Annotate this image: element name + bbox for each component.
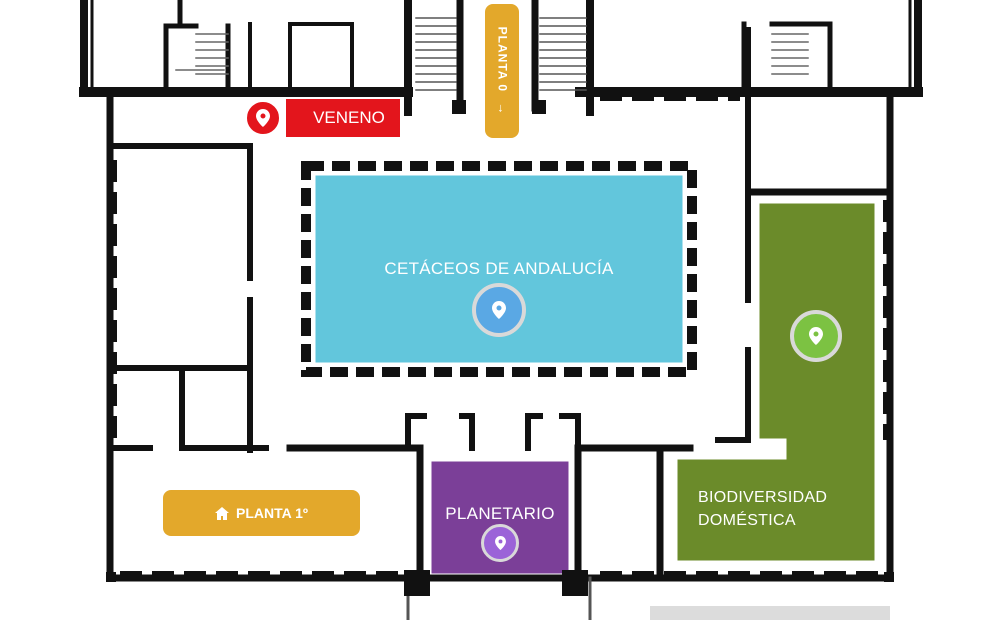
biodiversidad-label: BIODIVERSIDAD DOMÉSTICA [698,486,827,532]
cetaceos-pin[interactable] [472,283,526,337]
planetario-label: PLANETARIO [445,504,555,523]
planta-0-button[interactable]: PLANTA 0 → [485,4,519,138]
arrow-right-icon: → [495,102,509,116]
planetario-pin[interactable] [481,524,519,562]
room-biodiversidad-area [674,200,878,564]
colonnade [301,161,697,377]
cetaceos-label: CETÁCEOS DE ANDALUCÍA [384,259,614,278]
planta-1-button[interactable]: PLANTA 1º [163,490,360,536]
planta-1-label: PLANTA 1º [235,505,308,521]
location-pin-icon [809,327,823,345]
location-pin-icon [494,536,506,550]
veneno-label-box[interactable]: VENENO [286,99,400,137]
planta-0-label: PLANTA 0 [495,26,509,92]
veneno-label: VENENO [313,108,385,127]
biodiversidad-pin[interactable] [790,310,842,362]
location-pin-icon [256,109,270,127]
veneno-pin[interactable] [244,99,282,137]
biodiversidad-label-line2: DOMÉSTICA [698,512,796,529]
biodiversidad-label-line1: BIODIVERSIDAD [698,489,828,506]
home-icon [214,506,229,520]
location-pin-icon [492,301,506,319]
